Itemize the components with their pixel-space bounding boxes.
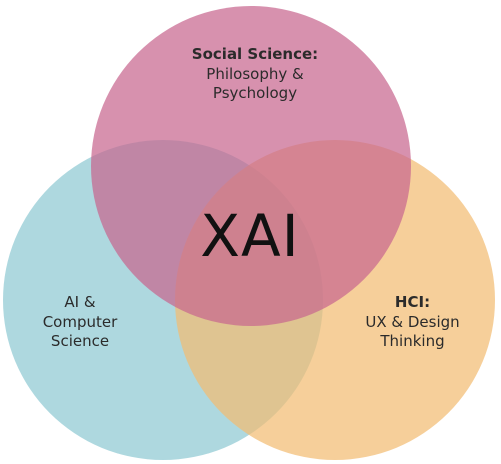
label-ai-line-2: Computer	[42, 312, 118, 331]
label-ai-line-1: AI &	[64, 293, 96, 311]
center-label-xai: XAI	[200, 202, 300, 270]
label-hci-line-1: UX & Design	[365, 312, 460, 331]
label-hci-title: HCI:	[394, 293, 431, 311]
label-ai-computer-science: AI & Computer Science	[20, 293, 140, 352]
label-social-science-line-1: Philosophy &	[206, 64, 304, 83]
label-ai-line-3: Science	[50, 332, 110, 350]
label-social-science-title: Social Science:	[191, 45, 319, 63]
label-social-science: Social Science: Philosophy & Psychology	[140, 45, 370, 104]
label-hci: HCI: UX & Design Thinking	[340, 293, 485, 352]
circle-social	[91, 6, 411, 326]
label-hci-line-2: Thinking	[380, 332, 445, 350]
label-social-science-line-2: Psychology	[212, 84, 298, 102]
venn-circles	[3, 6, 495, 460]
